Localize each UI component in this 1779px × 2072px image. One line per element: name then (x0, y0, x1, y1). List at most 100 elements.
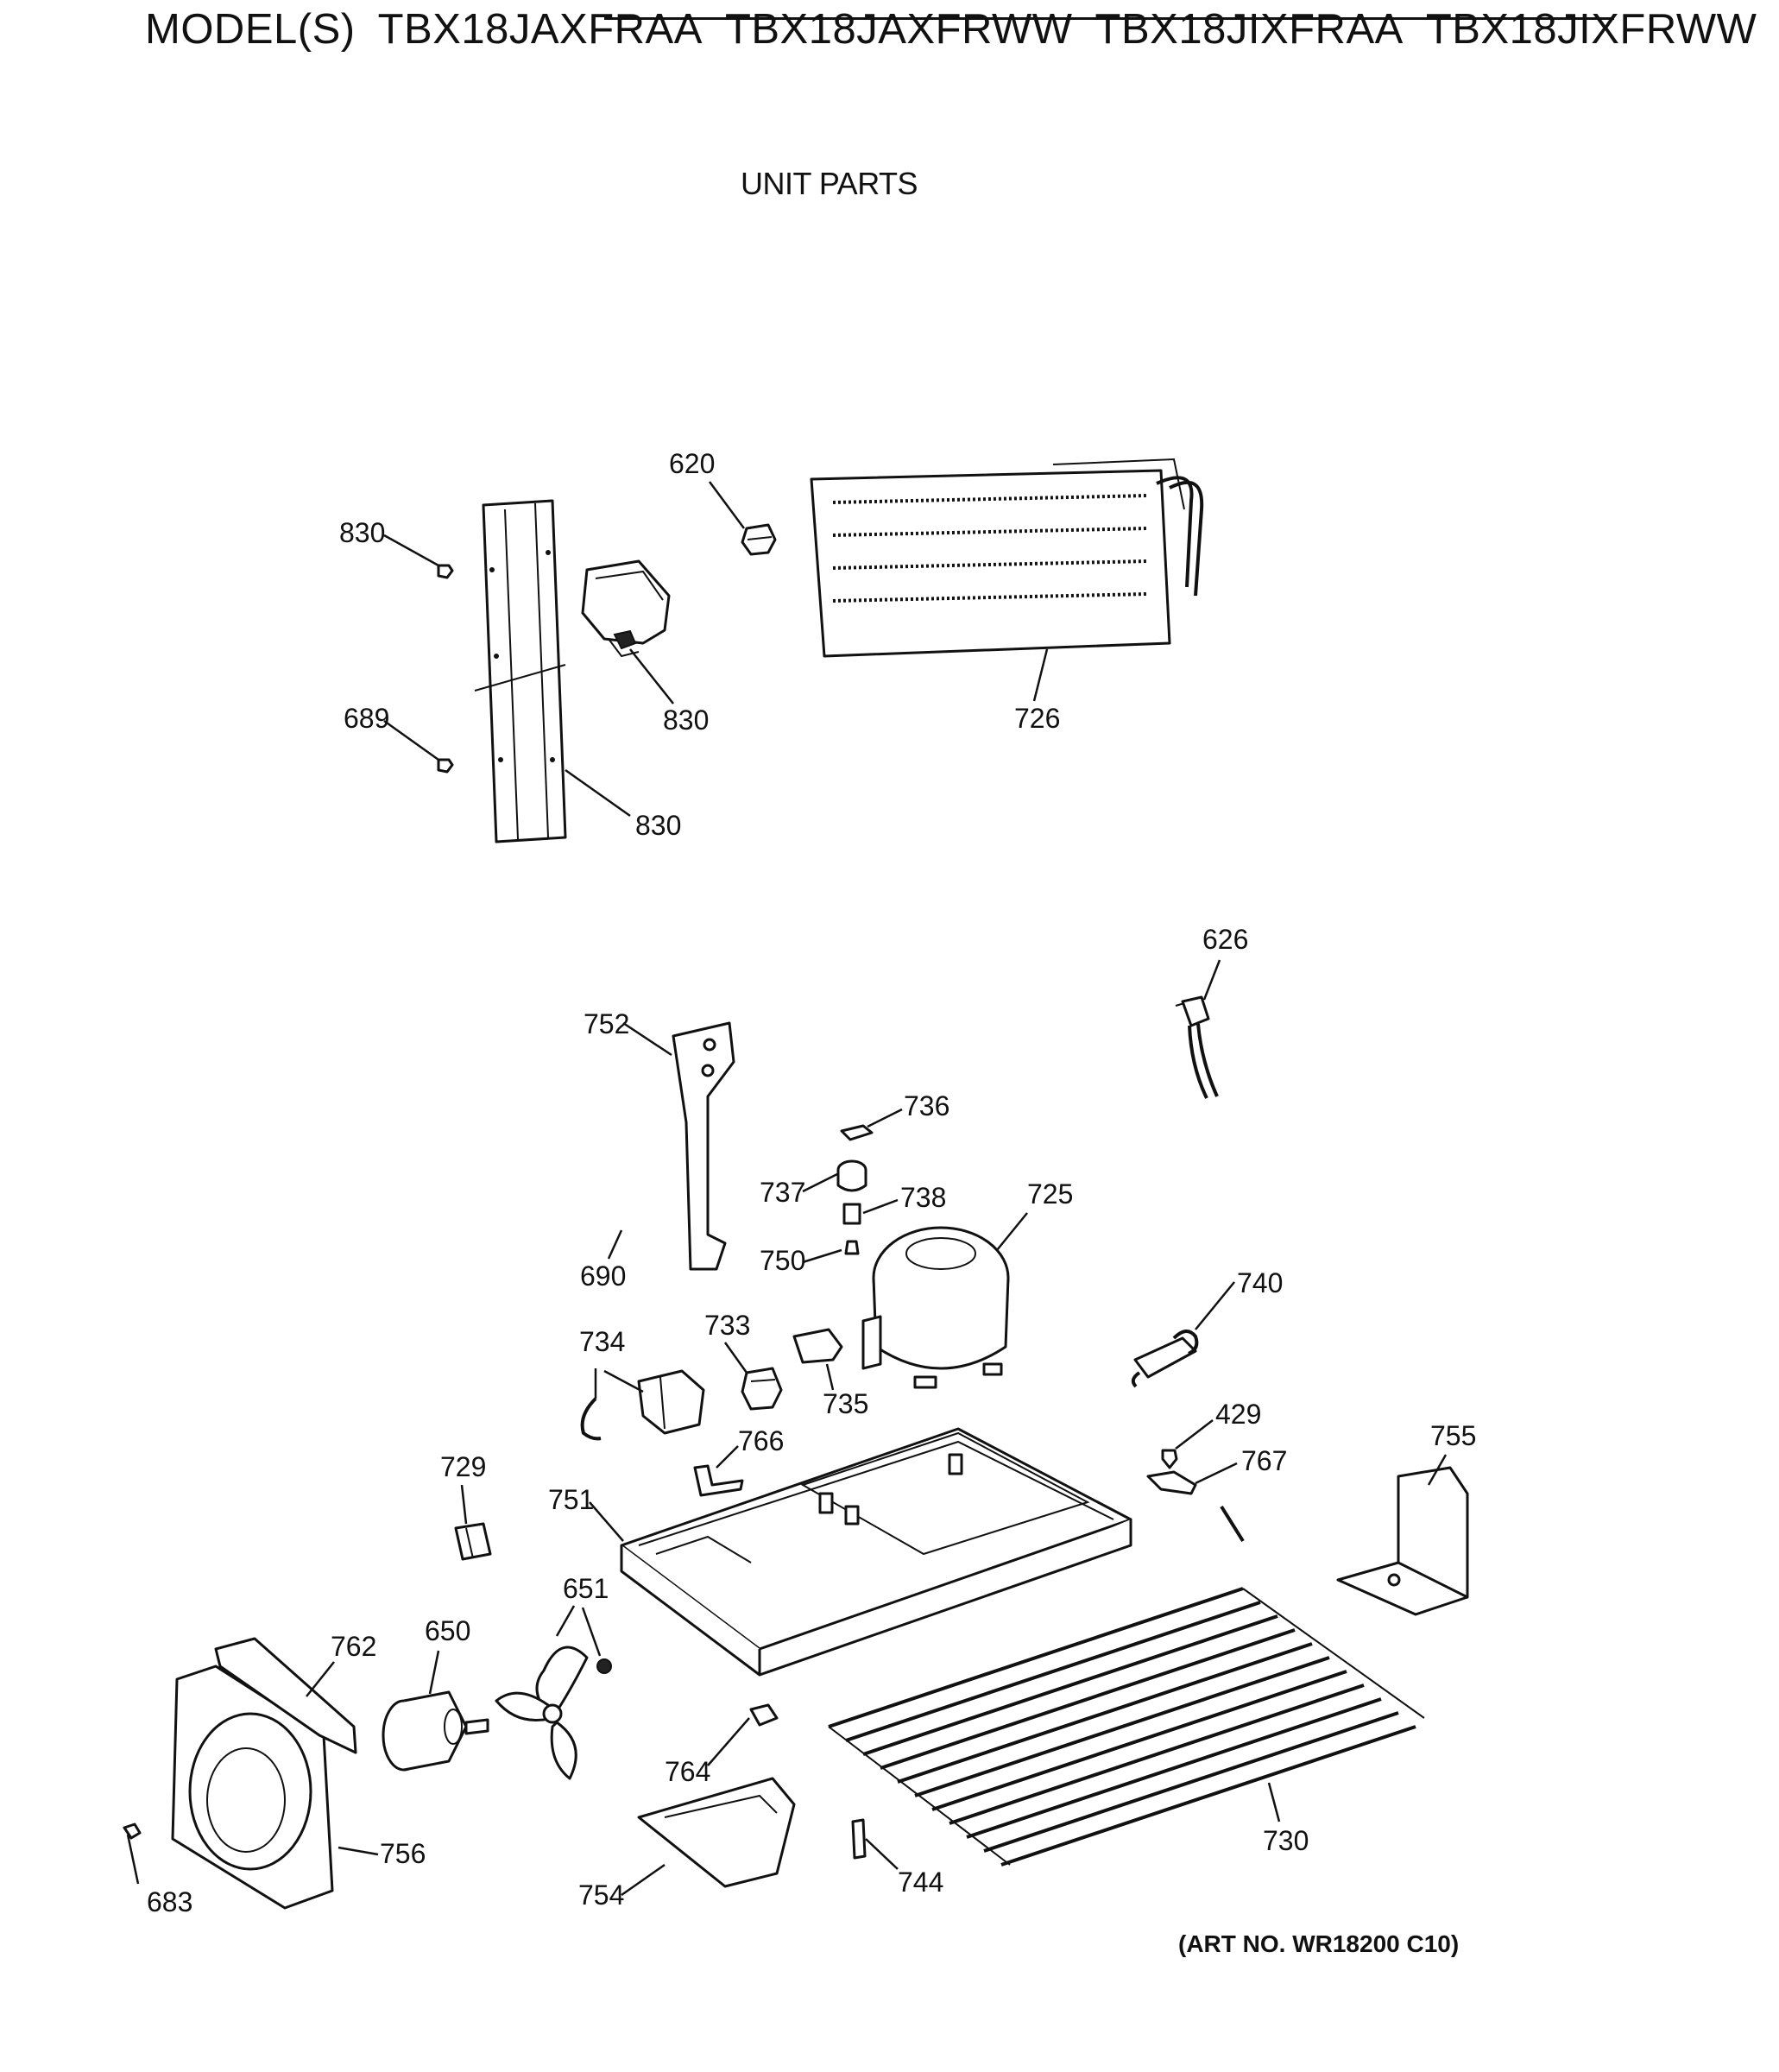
callout-label: 734 (579, 1326, 625, 1357)
callout-label: 650 (425, 1615, 470, 1646)
bracket-766 (693, 1464, 744, 1497)
callout-label: 830 (635, 810, 681, 841)
leader-line (126, 1834, 140, 1885)
callout-label: 683 (147, 1886, 192, 1917)
evaporator-tube (832, 592, 1149, 603)
leader-line (862, 1198, 899, 1215)
callout-690: 690 (580, 1229, 626, 1292)
condenser-fan-motor (382, 1690, 489, 1772)
leader-line (723, 1342, 748, 1374)
leader-line (622, 1021, 672, 1057)
compressor-base-pan (620, 1427, 1132, 1677)
leader-line (1427, 1454, 1448, 1486)
callout-label: 744 (898, 1867, 943, 1898)
callout-830b: 830 (629, 648, 709, 736)
callout-767: 767 (1195, 1445, 1287, 1485)
callout-label: 730 (1263, 1825, 1309, 1856)
compressor (861, 1226, 1010, 1389)
condenser (828, 1505, 1425, 1867)
callout-737: 737 (760, 1172, 838, 1208)
leader-line (383, 534, 439, 567)
callout-725: 725 (996, 1178, 1073, 1251)
callout-label: 752 (584, 1008, 629, 1039)
leader-line (603, 1369, 644, 1393)
callout-766: 766 (716, 1425, 784, 1469)
leader-line (802, 1172, 838, 1193)
fan-shroud (171, 1637, 357, 1910)
callout-label: 726 (1014, 703, 1060, 734)
callout-label: 626 (1202, 924, 1248, 955)
callout-762: 762 (306, 1631, 376, 1697)
overload-protector (741, 1367, 783, 1411)
compressor-support-strap (672, 1021, 735, 1271)
callout-756: 756 (338, 1838, 426, 1869)
section-title: UNIT PARTS (741, 166, 918, 201)
leader-line (1032, 648, 1049, 702)
leader-line (707, 1717, 750, 1766)
leader-line (629, 648, 674, 704)
grommet-parts (836, 1124, 874, 1255)
callout-620: 620 (669, 448, 746, 529)
leader-line (1202, 959, 1221, 1001)
callout-label: 830 (339, 517, 385, 548)
leader-line (555, 1605, 576, 1637)
wire-clip (454, 1522, 492, 1561)
callout-label: 750 (760, 1245, 805, 1276)
callout-label: 755 (1430, 1420, 1476, 1451)
drain-pan (637, 1777, 796, 1888)
callout-751: 751 (548, 1484, 624, 1542)
power-cord (1175, 995, 1219, 1099)
leader-line (565, 768, 631, 818)
models-label: MODEL(S) (145, 6, 356, 53)
leader-line (996, 1212, 1028, 1251)
callout-754: 754 (578, 1863, 666, 1911)
clip-744 (851, 1818, 867, 1860)
callout-830a: 830 (339, 517, 439, 567)
callout-label: 729 (440, 1451, 486, 1482)
leader-line (383, 719, 439, 761)
evaporator (810, 458, 1204, 658)
leader-line (1195, 1462, 1238, 1485)
clip-764 (749, 1703, 779, 1727)
leader-line (460, 1484, 468, 1525)
callout-830c: 830 (565, 768, 681, 841)
callout-683: 683 (126, 1834, 192, 1917)
leader-line (708, 481, 746, 529)
callout-735: 735 (823, 1363, 868, 1419)
callout-750: 750 (760, 1245, 842, 1276)
callout-label: 735 (823, 1388, 868, 1419)
leader-line (306, 1661, 335, 1697)
callout-label: 737 (760, 1177, 805, 1208)
callout-label: 740 (1237, 1267, 1283, 1298)
fan-blade (495, 1646, 612, 1780)
callout-736: 736 (867, 1090, 949, 1128)
callout-733: 733 (704, 1310, 750, 1374)
callout-label: 762 (331, 1631, 376, 1662)
callout-738: 738 (862, 1182, 946, 1215)
column-bracket (474, 499, 567, 843)
callout-764: 764 (665, 1717, 750, 1787)
callout-626: 626 (1202, 924, 1248, 1001)
defrost-thermostat (741, 523, 777, 556)
evaporator-tube (832, 494, 1149, 504)
callout-729: 729 (440, 1451, 486, 1525)
leader-line (716, 1445, 739, 1469)
leader-line (428, 1650, 440, 1695)
callout-label: 756 (380, 1838, 426, 1869)
callout-label: 620 (669, 448, 715, 479)
callout-label: 736 (904, 1090, 949, 1121)
callout-734: 734 (579, 1326, 644, 1399)
callout-744: 744 (865, 1838, 943, 1898)
callout-689: 689 (344, 703, 439, 761)
callout-label: 689 (344, 703, 389, 734)
callout-label: 767 (1241, 1445, 1287, 1476)
model-number: TBX18JAXFRWW (724, 6, 1073, 53)
compressor-bracket (581, 559, 671, 658)
screw (437, 564, 454, 774)
callout-label: 725 (1027, 1178, 1073, 1210)
leader-line (581, 1607, 602, 1657)
spring-clip (1131, 1330, 1199, 1388)
leader-line (802, 1248, 842, 1264)
callout-752: 752 (584, 1008, 672, 1057)
